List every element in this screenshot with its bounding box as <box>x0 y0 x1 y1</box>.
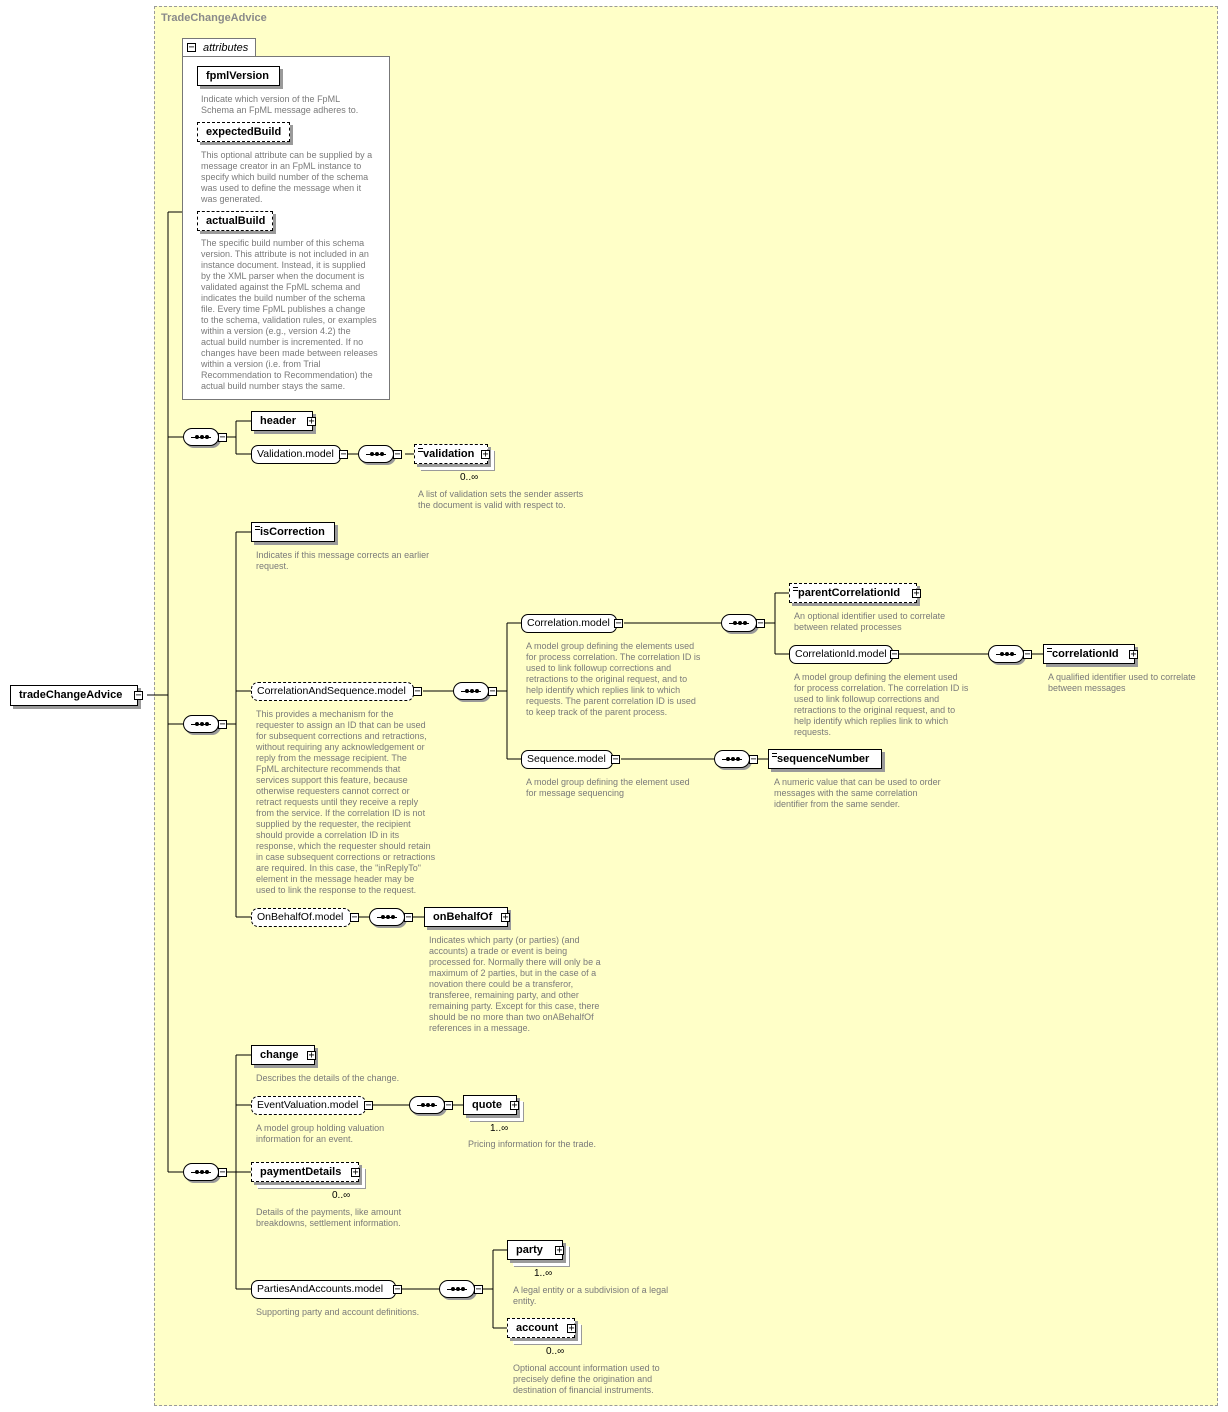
group-correlation-model[interactable]: Correlation.model <box>521 614 617 633</box>
sequence-compositor-icon <box>369 908 405 926</box>
collapse-icon[interactable]: − <box>218 432 227 443</box>
expand-icon[interactable]: + <box>481 449 490 460</box>
expand-icon[interactable]: + <box>351 1167 360 1178</box>
element-paymentDetails[interactable]: paymentDetails <box>251 1162 359 1182</box>
sequence-compositor-icon <box>453 682 489 700</box>
attribute-actualBuild[interactable]: actualBuild <box>197 211 273 231</box>
element-header[interactable]: header <box>251 411 313 431</box>
element-doc: Describes the details of the change. <box>256 1073 400 1083</box>
group-sequence-model[interactable]: Sequence.model <box>521 750 613 769</box>
element-doc: A qualified identifier used to correlate… <box>1048 672 1196 693</box>
occurrence-label: 0..∞ <box>332 1190 351 1201</box>
collapse-icon[interactable]: − <box>890 649 899 660</box>
element-doc: Details of the payments, like amount bre… <box>256 1207 402 1228</box>
collapse-icon[interactable]: − <box>393 449 402 460</box>
collapse-icon[interactable]: − <box>350 912 359 923</box>
sequence-compositor-icon <box>714 750 750 768</box>
group-doc: A model group holding valuation informat… <box>256 1123 385 1144</box>
sequence-compositor-icon <box>409 1096 445 1114</box>
attributes-tab[interactable]: attributes <box>182 38 256 57</box>
expand-icon[interactable]: + <box>501 912 510 923</box>
collapse-icon[interactable]: − <box>364 1100 373 1111</box>
sequence-compositor-icon <box>358 445 394 463</box>
group-onBehalfOf-model[interactable]: OnBehalfOf.model <box>251 908 351 927</box>
occurrence-label: 1..∞ <box>490 1123 509 1134</box>
attribute-expectedBuild[interactable]: expectedBuild <box>197 122 290 142</box>
group-validation-model[interactable]: Validation.model <box>251 445 341 464</box>
element-validation[interactable]: validation <box>414 444 488 464</box>
text-content-icon <box>772 753 777 757</box>
expand-icon[interactable]: + <box>912 588 921 599</box>
collapse-icon[interactable]: − <box>611 754 620 765</box>
text-content-icon <box>255 526 260 530</box>
element-sequenceNumber[interactable]: sequenceNumber <box>768 749 882 769</box>
attribute-doc: Indicate which version of the FpML Schem… <box>201 94 359 115</box>
element-doc: Indicates which party (or parties) (and … <box>429 935 601 1033</box>
collapse-icon[interactable]: − <box>614 618 623 629</box>
collapse-icon[interactable]: − <box>413 686 422 697</box>
element-doc: A legal entity or a subdivision of a leg… <box>513 1285 669 1306</box>
text-content-icon <box>1047 648 1052 652</box>
expand-icon[interactable]: + <box>555 1245 564 1256</box>
expand-icon[interactable]: + <box>307 1050 316 1061</box>
collapse-icon[interactable]: − <box>404 912 413 923</box>
element-doc: Optional account information used to pre… <box>513 1363 660 1395</box>
element-account[interactable]: account <box>507 1318 575 1338</box>
group-doc: This provides a mechanism for the reques… <box>256 709 436 895</box>
sequence-compositor-icon <box>439 1280 475 1298</box>
group-doc: Supporting party and account definitions… <box>256 1307 420 1317</box>
collapse-icon[interactable]: − <box>474 1284 483 1295</box>
element-party[interactable]: party <box>507 1240 563 1260</box>
element-doc: Indicates if this message corrects an ea… <box>256 550 430 571</box>
frame-title: TradeChangeAdvice <box>161 12 267 24</box>
collapse-icon[interactable]: − <box>218 719 227 730</box>
collapse-icon[interactable]: − <box>339 449 348 460</box>
sequence-compositor-icon <box>183 428 219 446</box>
element-doc: A numeric value that can be used to orde… <box>774 777 941 809</box>
group-doc: A model group defining the element used … <box>526 777 690 798</box>
group-correlationId-model[interactable]: CorrelationId.model <box>789 645 893 664</box>
group-correlation-and-sequence-model[interactable]: CorrelationAndSequence.model <box>251 682 414 701</box>
collapse-icon[interactable]: − <box>134 690 143 701</box>
text-content-icon <box>418 448 423 452</box>
expand-icon[interactable]: + <box>1129 649 1138 660</box>
collapse-icon[interactable]: − <box>393 1284 402 1295</box>
collapse-icon[interactable]: − <box>187 42 196 53</box>
element-correlationId[interactable]: correlationId <box>1043 644 1135 664</box>
element-doc: A list of validation sets the sender ass… <box>418 489 584 510</box>
sequence-compositor-icon <box>988 645 1024 663</box>
group-doc: A model group defining the elements used… <box>526 641 701 717</box>
sequence-compositor-icon <box>183 1163 219 1181</box>
sequence-compositor-icon <box>721 614 757 632</box>
collapse-icon[interactable]: − <box>444 1100 453 1111</box>
collapse-icon[interactable]: − <box>756 618 765 629</box>
attribute-doc: The specific build number of this schema… <box>201 238 378 391</box>
occurrence-label: 0..∞ <box>546 1346 565 1357</box>
group-doc: A model group defining the element used … <box>794 672 969 737</box>
element-doc: An optional identifier used to correlate… <box>794 611 946 632</box>
collapse-icon[interactable]: − <box>1023 649 1032 660</box>
collapse-icon[interactable]: − <box>218 1167 227 1178</box>
group-eventValuation-model[interactable]: EventValuation.model <box>251 1096 366 1115</box>
element-doc: Pricing information for the trade. <box>468 1139 597 1149</box>
text-content-icon <box>793 587 798 591</box>
occurrence-label: 1..∞ <box>534 1268 553 1279</box>
element-onBehalfOf[interactable]: onBehalfOf <box>424 907 508 927</box>
attribute-doc: This optional attribute can be supplied … <box>201 150 373 204</box>
occurrence-label: 0..∞ <box>460 472 479 483</box>
group-partiesAndAccounts-model[interactable]: PartiesAndAccounts.model <box>251 1280 396 1299</box>
element-quote[interactable]: quote <box>463 1095 517 1115</box>
collapse-icon[interactable]: − <box>749 754 758 765</box>
element-isCorrection[interactable]: isCorrection <box>251 522 335 542</box>
element-change[interactable]: change <box>251 1045 315 1065</box>
expand-icon[interactable]: + <box>307 416 316 427</box>
root-element[interactable]: tradeChangeAdvice <box>10 685 138 706</box>
sequence-compositor-icon <box>183 715 219 733</box>
element-parentCorrelationId[interactable]: parentCorrelationId <box>789 583 917 603</box>
expand-icon[interactable]: + <box>567 1323 576 1334</box>
attribute-fpmlVersion[interactable]: fpmlVersion <box>197 66 280 86</box>
expand-icon[interactable]: + <box>510 1100 519 1111</box>
collapse-icon[interactable]: − <box>488 686 497 697</box>
